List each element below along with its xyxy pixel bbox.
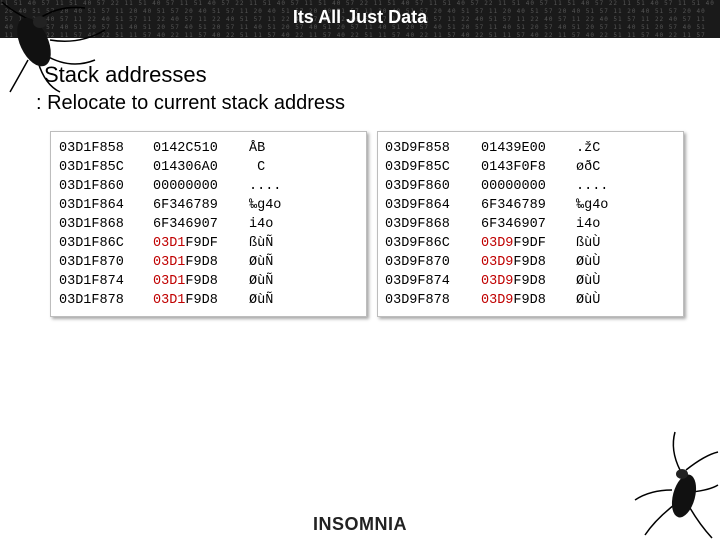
value: 03D9F9D8 [481, 272, 546, 291]
value-rest: F9D8 [185, 293, 218, 308]
ascii: i4o [249, 217, 274, 232]
value-rest: F9DF [513, 236, 546, 251]
value-rest: 014306A0 [153, 160, 218, 175]
value-prefix: 03D1 [153, 293, 186, 308]
ascii: ßùÙ [576, 236, 601, 251]
value-prefix: 03D9 [481, 274, 514, 289]
value-prefix: 03D9 [481, 255, 514, 270]
value-rest: F9D8 [185, 255, 218, 270]
value: 03D9F9D8 [481, 253, 546, 272]
address: 03D9F864 [385, 198, 450, 213]
value: 03D1F9D8 [153, 272, 218, 291]
value-rest: 00000000 [481, 179, 546, 194]
ascii-column: .žC øðC .... ‰g4o i4o ßùÙ ØùÙ ØùÙ ØùÙ [576, 139, 608, 310]
value-prefix: 03D9 [481, 236, 514, 251]
value: 01439E00 [481, 139, 546, 158]
address: 03D9F878 [385, 293, 450, 308]
value: 03D9F9DF [481, 234, 546, 253]
value-rest: 0143F0F8 [481, 160, 546, 175]
ascii-column: ÅB C .... ‰g4o i4o ßùÑ ØùÑ ØùÑ ØùÑ [249, 139, 281, 310]
value: 6F346907 [153, 215, 218, 234]
address: 03D9F860 [385, 179, 450, 194]
ascii: ØùÙ [576, 274, 601, 289]
value-rest: F9D8 [513, 255, 546, 270]
value-prefix: 03D1 [153, 236, 186, 251]
ascii: ‰g4o [576, 198, 609, 213]
ascii: i4o [576, 217, 601, 232]
address: 03D1F870 [59, 255, 124, 270]
memory-dump-right: 03D9F858 03D9F85C 03D9F860 03D9F864 03D9… [377, 131, 684, 317]
value: 03D1F9D8 [153, 291, 218, 310]
ascii: ‰g4o [249, 198, 282, 213]
value-rest: F9D8 [513, 293, 546, 308]
value: 03D1F9DF [153, 234, 218, 253]
address: 03D1F864 [59, 198, 124, 213]
address: 03D9F86C [385, 236, 450, 251]
value-rest: F9DF [185, 236, 218, 251]
value-rest: 0142C510 [153, 141, 218, 156]
ascii: ØùÙ [576, 293, 601, 308]
value: 6F346789 [153, 196, 218, 215]
memory-dump-left: 03D1F858 03D1F85C 03D1F860 03D1F864 03D1… [50, 131, 367, 317]
value: 03D9F9D8 [481, 291, 546, 310]
heading: Stack addresses [44, 62, 207, 87]
value: 014306A0 [153, 158, 218, 177]
value-rest: F9D8 [513, 274, 546, 289]
address-column: 03D9F858 03D9F85C 03D9F860 03D9F864 03D9… [385, 139, 450, 310]
cockroach-icon [1, 1, 106, 93]
address: 03D9F874 [385, 274, 450, 289]
ascii: ØùÙ [576, 255, 601, 270]
value-rest: 01439E00 [481, 141, 546, 156]
ascii: ØùÑ [249, 255, 274, 270]
value-rest: 6F346907 [481, 217, 546, 232]
address-column: 03D1F858 03D1F85C 03D1F860 03D1F864 03D1… [59, 139, 124, 310]
value: 6F346789 [481, 196, 546, 215]
ascii: .... [249, 179, 282, 194]
address: 03D9F858 [385, 141, 450, 156]
value: 00000000 [153, 177, 218, 196]
value-prefix: 03D1 [153, 255, 186, 270]
slide-title: Its All Just Data [292, 7, 428, 27]
address: 03D1F860 [59, 179, 124, 194]
address: 03D9F870 [385, 255, 450, 270]
value-rest: 6F346789 [153, 198, 218, 213]
address: 03D9F85C [385, 160, 450, 175]
header-bar: 11 51 40 57 11 51 40 57 22 11 51 40 57 1… [0, 0, 720, 38]
address: 03D1F868 [59, 217, 124, 232]
value-rest: 6F346789 [481, 198, 546, 213]
address: 03D9F868 [385, 217, 450, 232]
address: 03D1F874 [59, 274, 124, 289]
address: 03D1F86C [59, 236, 124, 251]
address: 03D1F878 [59, 293, 124, 308]
cockroach-icon [634, 431, 719, 539]
insomnia-logo: INSOMNIA [313, 514, 407, 534]
ascii: .žC [576, 141, 601, 156]
ascii: ßùÑ [249, 236, 274, 251]
ascii: .... [576, 179, 609, 194]
subheading: : Relocate to current stack address [36, 92, 346, 114]
value: 00000000 [481, 177, 546, 196]
value-prefix: 03D1 [153, 274, 186, 289]
address: 03D1F858 [59, 141, 124, 156]
value-prefix: 03D9 [481, 293, 514, 308]
ascii: ØùÑ [249, 274, 274, 289]
value-rest: 00000000 [153, 179, 218, 194]
value: 03D1F9D8 [153, 253, 218, 272]
value: 6F346907 [481, 215, 546, 234]
value-column: 01439E00 0143F0F8 00000000 6F346789 6F34… [481, 139, 546, 310]
value: 0143F0F8 [481, 158, 546, 177]
value-column: 0142C510 014306A0 00000000 6F346789 6F34… [153, 139, 218, 310]
ascii: C [249, 160, 266, 175]
address: 03D1F85C [59, 160, 124, 175]
value-rest: F9D8 [185, 274, 218, 289]
value-rest: 6F346907 [153, 217, 218, 232]
ascii: øðC [576, 160, 601, 175]
ascii: ØùÑ [249, 293, 274, 308]
value: 0142C510 [153, 139, 218, 158]
ascii: ÅB [249, 141, 266, 156]
